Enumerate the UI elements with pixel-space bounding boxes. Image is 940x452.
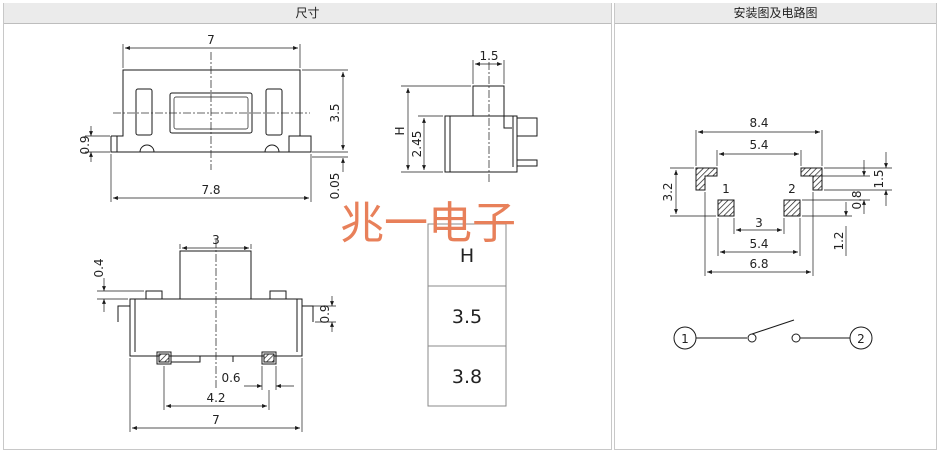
dim-pad-width: 0.6 — [221, 371, 240, 385]
height-option-1: 3.5 — [452, 306, 482, 328]
dim-foot-height: 0.9 — [78, 135, 92, 154]
dim-outer: 8.4 — [749, 116, 768, 130]
layout-panel-header: 安装图及电路图 — [615, 3, 936, 24]
dim-actuator-width: 1.5 — [479, 49, 498, 63]
dim-span: 6.8 — [749, 257, 768, 271]
watermark-logo: 兆一电子 — [340, 198, 516, 249]
side-view: 1.5 H 2.45 — [393, 49, 538, 182]
dim-pad-gap: 3 — [755, 216, 763, 230]
dim-actuator-height: 0.4 — [92, 258, 106, 277]
height-option-2: 3.8 — [452, 366, 482, 388]
dim-right-pad: 1.5 — [872, 169, 886, 188]
dim-offset: 0.8 — [850, 190, 864, 209]
height-table: H 3.5 3.8 — [427, 223, 507, 407]
dim-base-width: 7.8 — [201, 183, 220, 197]
dim-front-width: 7 — [212, 413, 220, 427]
dim-inner-bottom: 5.4 — [749, 237, 768, 251]
dimension-panel-header: 尺寸 — [4, 3, 611, 24]
circuit-diagram: 1 2 — [673, 319, 873, 350]
dim-top-height: 3.5 — [328, 103, 342, 122]
dim-base-height: 2.45 — [410, 131, 424, 158]
pin-1-label: 1 — [722, 182, 730, 196]
front-view: 3 0.4 0.9 0.6 4.2 — [92, 233, 336, 432]
terminal-1-label: 1 — [681, 332, 689, 346]
dim-front-actuator: 3 — [212, 233, 220, 247]
height-table-header: H — [460, 245, 474, 267]
dim-pad-span: 4.2 — [206, 391, 225, 405]
dim-leg-height: 0.9 — [318, 304, 332, 323]
dim-h-label: H — [393, 126, 407, 135]
dim-lower: 1.2 — [832, 231, 846, 250]
dim-top-width: 7 — [207, 33, 215, 47]
terminal-2-label: 2 — [857, 332, 865, 346]
pcb-layout: 1 2 8.4 5.4 3 5.4 6.8 — [661, 116, 892, 276]
dim-left-height: 3.2 — [661, 182, 675, 201]
dim-gap: 0.05 — [328, 173, 342, 200]
top-view: 7 3.5 0.9 7.8 0.05 — [78, 33, 348, 202]
pin-2-label: 2 — [788, 182, 796, 196]
dim-inner-top: 5.4 — [749, 138, 768, 152]
